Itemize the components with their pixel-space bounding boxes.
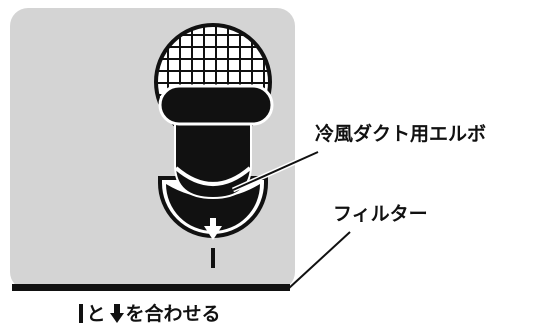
elbow-label: 冷風ダクト用エルボ <box>315 123 487 145</box>
filter-strip <box>12 284 290 291</box>
down-arrow-icon <box>109 304 124 323</box>
alignment-caption: とを合わせる <box>0 304 300 324</box>
elbow-base-ring <box>158 176 268 238</box>
alignment-arrow-icon <box>204 218 222 240</box>
caption-suffix: を合わせる <box>125 303 221 325</box>
filter-label: フィルター <box>333 203 428 225</box>
filter-leader-line <box>287 231 351 290</box>
elbow-body <box>158 84 274 200</box>
caption-prefix: と <box>86 303 106 325</box>
alignment-mark-icon <box>211 248 215 268</box>
vertical-bar-icon <box>79 304 84 323</box>
